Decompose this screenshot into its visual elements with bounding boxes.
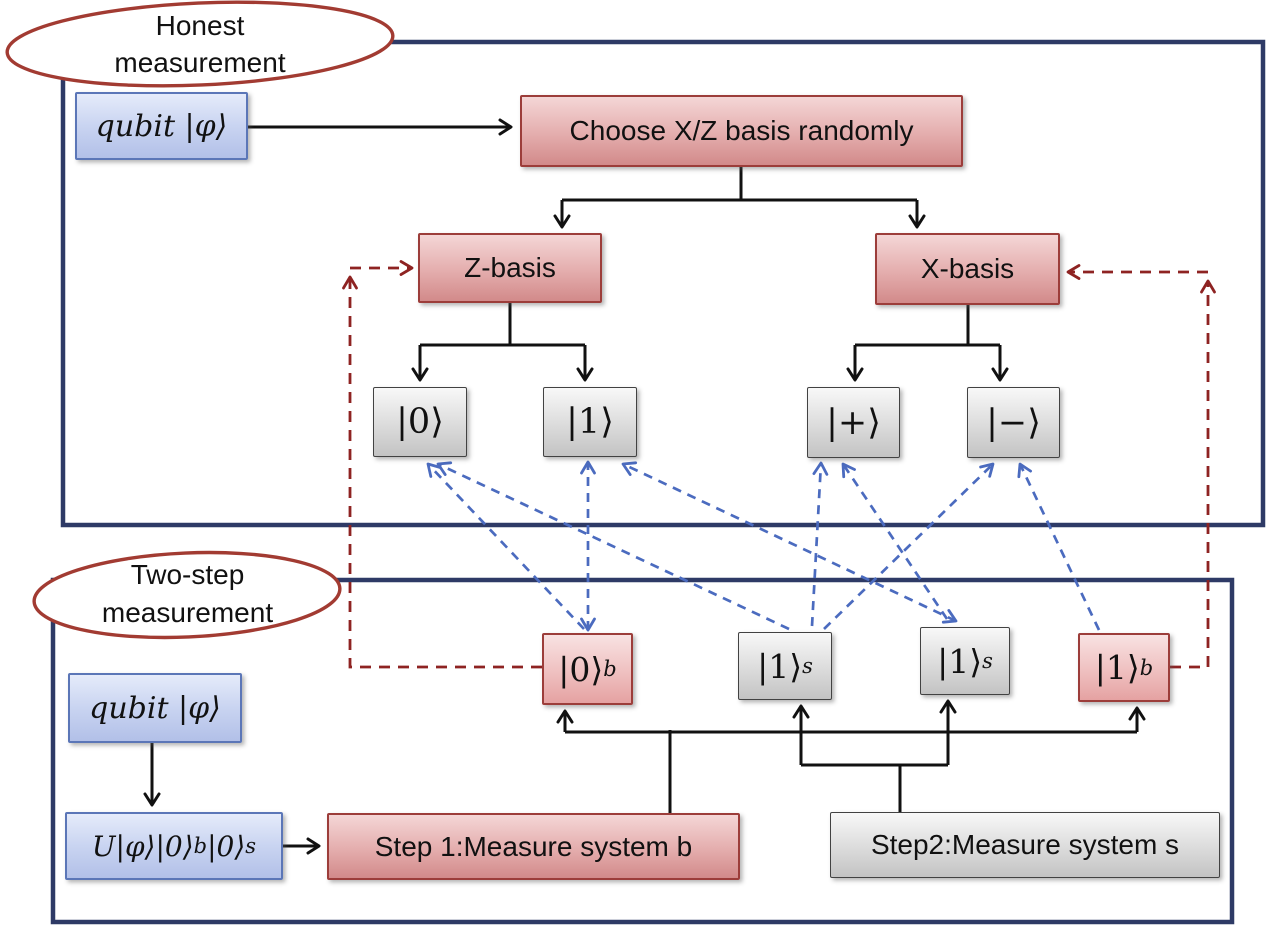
arrow-1b-minus (1017, 462, 1101, 631)
u-state-part1: U|φ⟩|0⟩ (91, 829, 194, 863)
two-step-badge-ellipse (32, 550, 342, 640)
honest-qubit-box: qubit |φ⟩ (75, 92, 248, 160)
honest-badge-line2: measurement (114, 47, 286, 78)
blue-dashed-arrows (426, 460, 1101, 632)
step2-measure-s-box: Step2:Measure system s (830, 812, 1220, 878)
ket-plus-box: |+⟩ (807, 387, 900, 458)
arrow-1sL-0 (436, 461, 790, 631)
arrow-1b-to-xbasis-riser (1170, 279, 1216, 669)
ket-one-box: |1⟩ (543, 387, 637, 457)
step1-measure-b-box: Step 1:Measure system b (327, 813, 740, 880)
z-basis-box: Z-basis (418, 233, 602, 303)
u-state-part2: |0⟩ (207, 829, 246, 863)
outcome-1b-ket: |1⟩ (1094, 648, 1140, 687)
arrow-1sR-1 (621, 461, 958, 624)
u-state-box: U|φ⟩|0⟩b|0⟩s (65, 812, 283, 880)
outcome-1s-left-box: |1⟩s (738, 632, 832, 700)
arrow-1sL-minus (823, 462, 995, 630)
outcome-1s-right-ket: |1⟩ (937, 641, 983, 681)
arrow-0b-to-zbasis-riser (342, 275, 542, 669)
choose-basis-box: Choose X/Z basis randomly (520, 95, 963, 167)
black-flow-arrows (143, 118, 1146, 855)
two-step-badge-line2: measurement (101, 597, 274, 628)
red-dashed-arrows (342, 260, 1216, 669)
outcome-1b-box: |1⟩b (1078, 633, 1170, 702)
ket-minus-box: |−⟩ (967, 387, 1060, 458)
outcome-0b-box: |0⟩b (542, 633, 633, 705)
ket-zero-box: |0⟩ (373, 387, 467, 457)
arrow-0b-0 (426, 462, 585, 630)
outcome-1s-right-box: |1⟩s (920, 627, 1010, 695)
x-basis-box: X-basis (875, 233, 1060, 305)
outcome-1s-left-ket: |1⟩ (757, 646, 803, 686)
honest-badge-line1: Honest (155, 10, 245, 41)
honest-badge-ellipse (5, 0, 395, 88)
arrow-1sL-plus (810, 461, 829, 627)
two-step-badge-line1: Two-step (130, 559, 245, 590)
arrow-1sR-plus (841, 462, 949, 620)
outcome-0b-ket: |0⟩ (558, 649, 604, 689)
two-step-qubit-box: qubit |φ⟩ (68, 673, 242, 743)
